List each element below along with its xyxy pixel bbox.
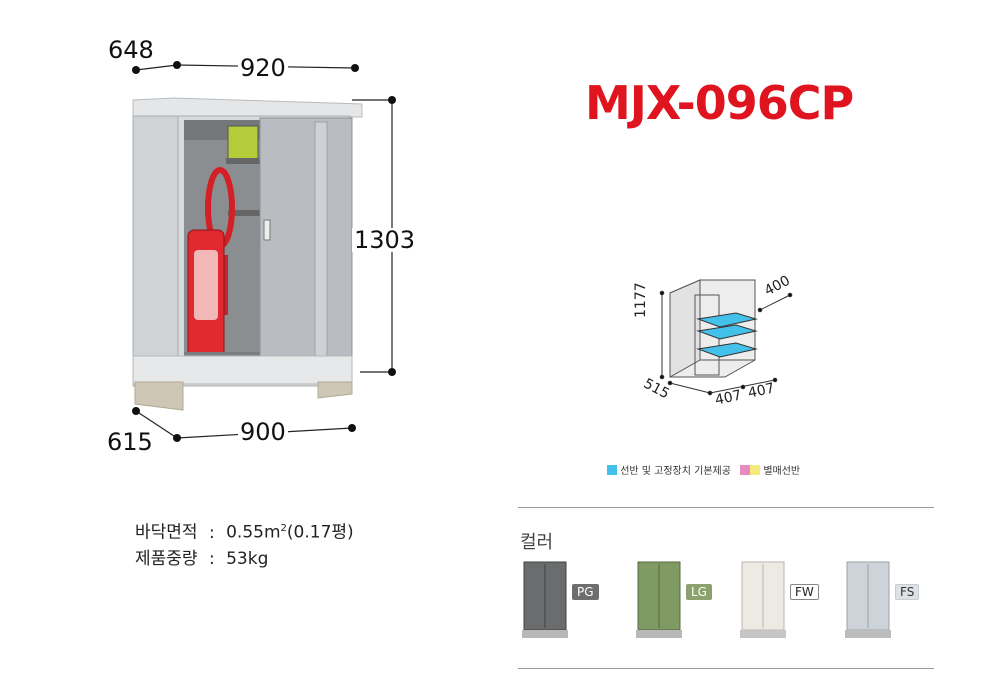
color-swatch-fw [740, 561, 786, 638]
dim-bottom-depth: 615 [105, 428, 155, 456]
dim-top-width: 920 [238, 54, 288, 82]
spec-floor-area: 바닥면적 : 0.55m2(0.17평) [135, 516, 354, 546]
included-swatch [607, 465, 617, 475]
color-code-lg: LG [686, 584, 712, 600]
color-swatch-lg [636, 561, 682, 638]
color-code-pg: PG [572, 584, 599, 600]
model-name: MJX-096CP [585, 76, 854, 130]
color-title: 컬러 [520, 532, 554, 553]
floor-area-pyeong: (0.17평) [286, 522, 354, 543]
color-swatch-fs [845, 561, 891, 638]
floor-area-sep: : [208, 522, 215, 543]
weight-value: 53kg [226, 549, 269, 569]
color-code-fs: FS [895, 584, 920, 600]
floor-area-value: 0.55m [226, 522, 281, 543]
dim-bottom-width: 900 [238, 418, 288, 446]
floor-area-sup: 2 [280, 523, 287, 534]
weight-label: 제품중량 [135, 549, 198, 569]
color-top-divider [518, 507, 934, 508]
optional-swatch-pink [740, 465, 751, 475]
optional-swatch-yellow [750, 465, 761, 475]
weight-sep: : [208, 549, 215, 569]
shelf-legend: 선반 및 고정장치 기본제공 별매선반 [607, 462, 800, 477]
legend-optional-text: 별매선반 [763, 466, 801, 477]
interior-height-label: 1177 [633, 282, 649, 318]
color-swatch-pg [522, 561, 568, 638]
dim-top-depth: 648 [106, 36, 156, 64]
dim-height: 1303 [352, 226, 418, 254]
interior-diagram [659, 279, 793, 396]
legend-included-text: 선반 및 고정장치 기본제공 [620, 466, 731, 477]
shed-illustration [132, 61, 396, 442]
color-bottom-divider [518, 668, 934, 669]
spec-weight: 제품중량 : 53kg [135, 546, 268, 572]
color-code-fw: FW [790, 584, 819, 600]
floor-area-label: 바닥면적 [135, 522, 198, 543]
